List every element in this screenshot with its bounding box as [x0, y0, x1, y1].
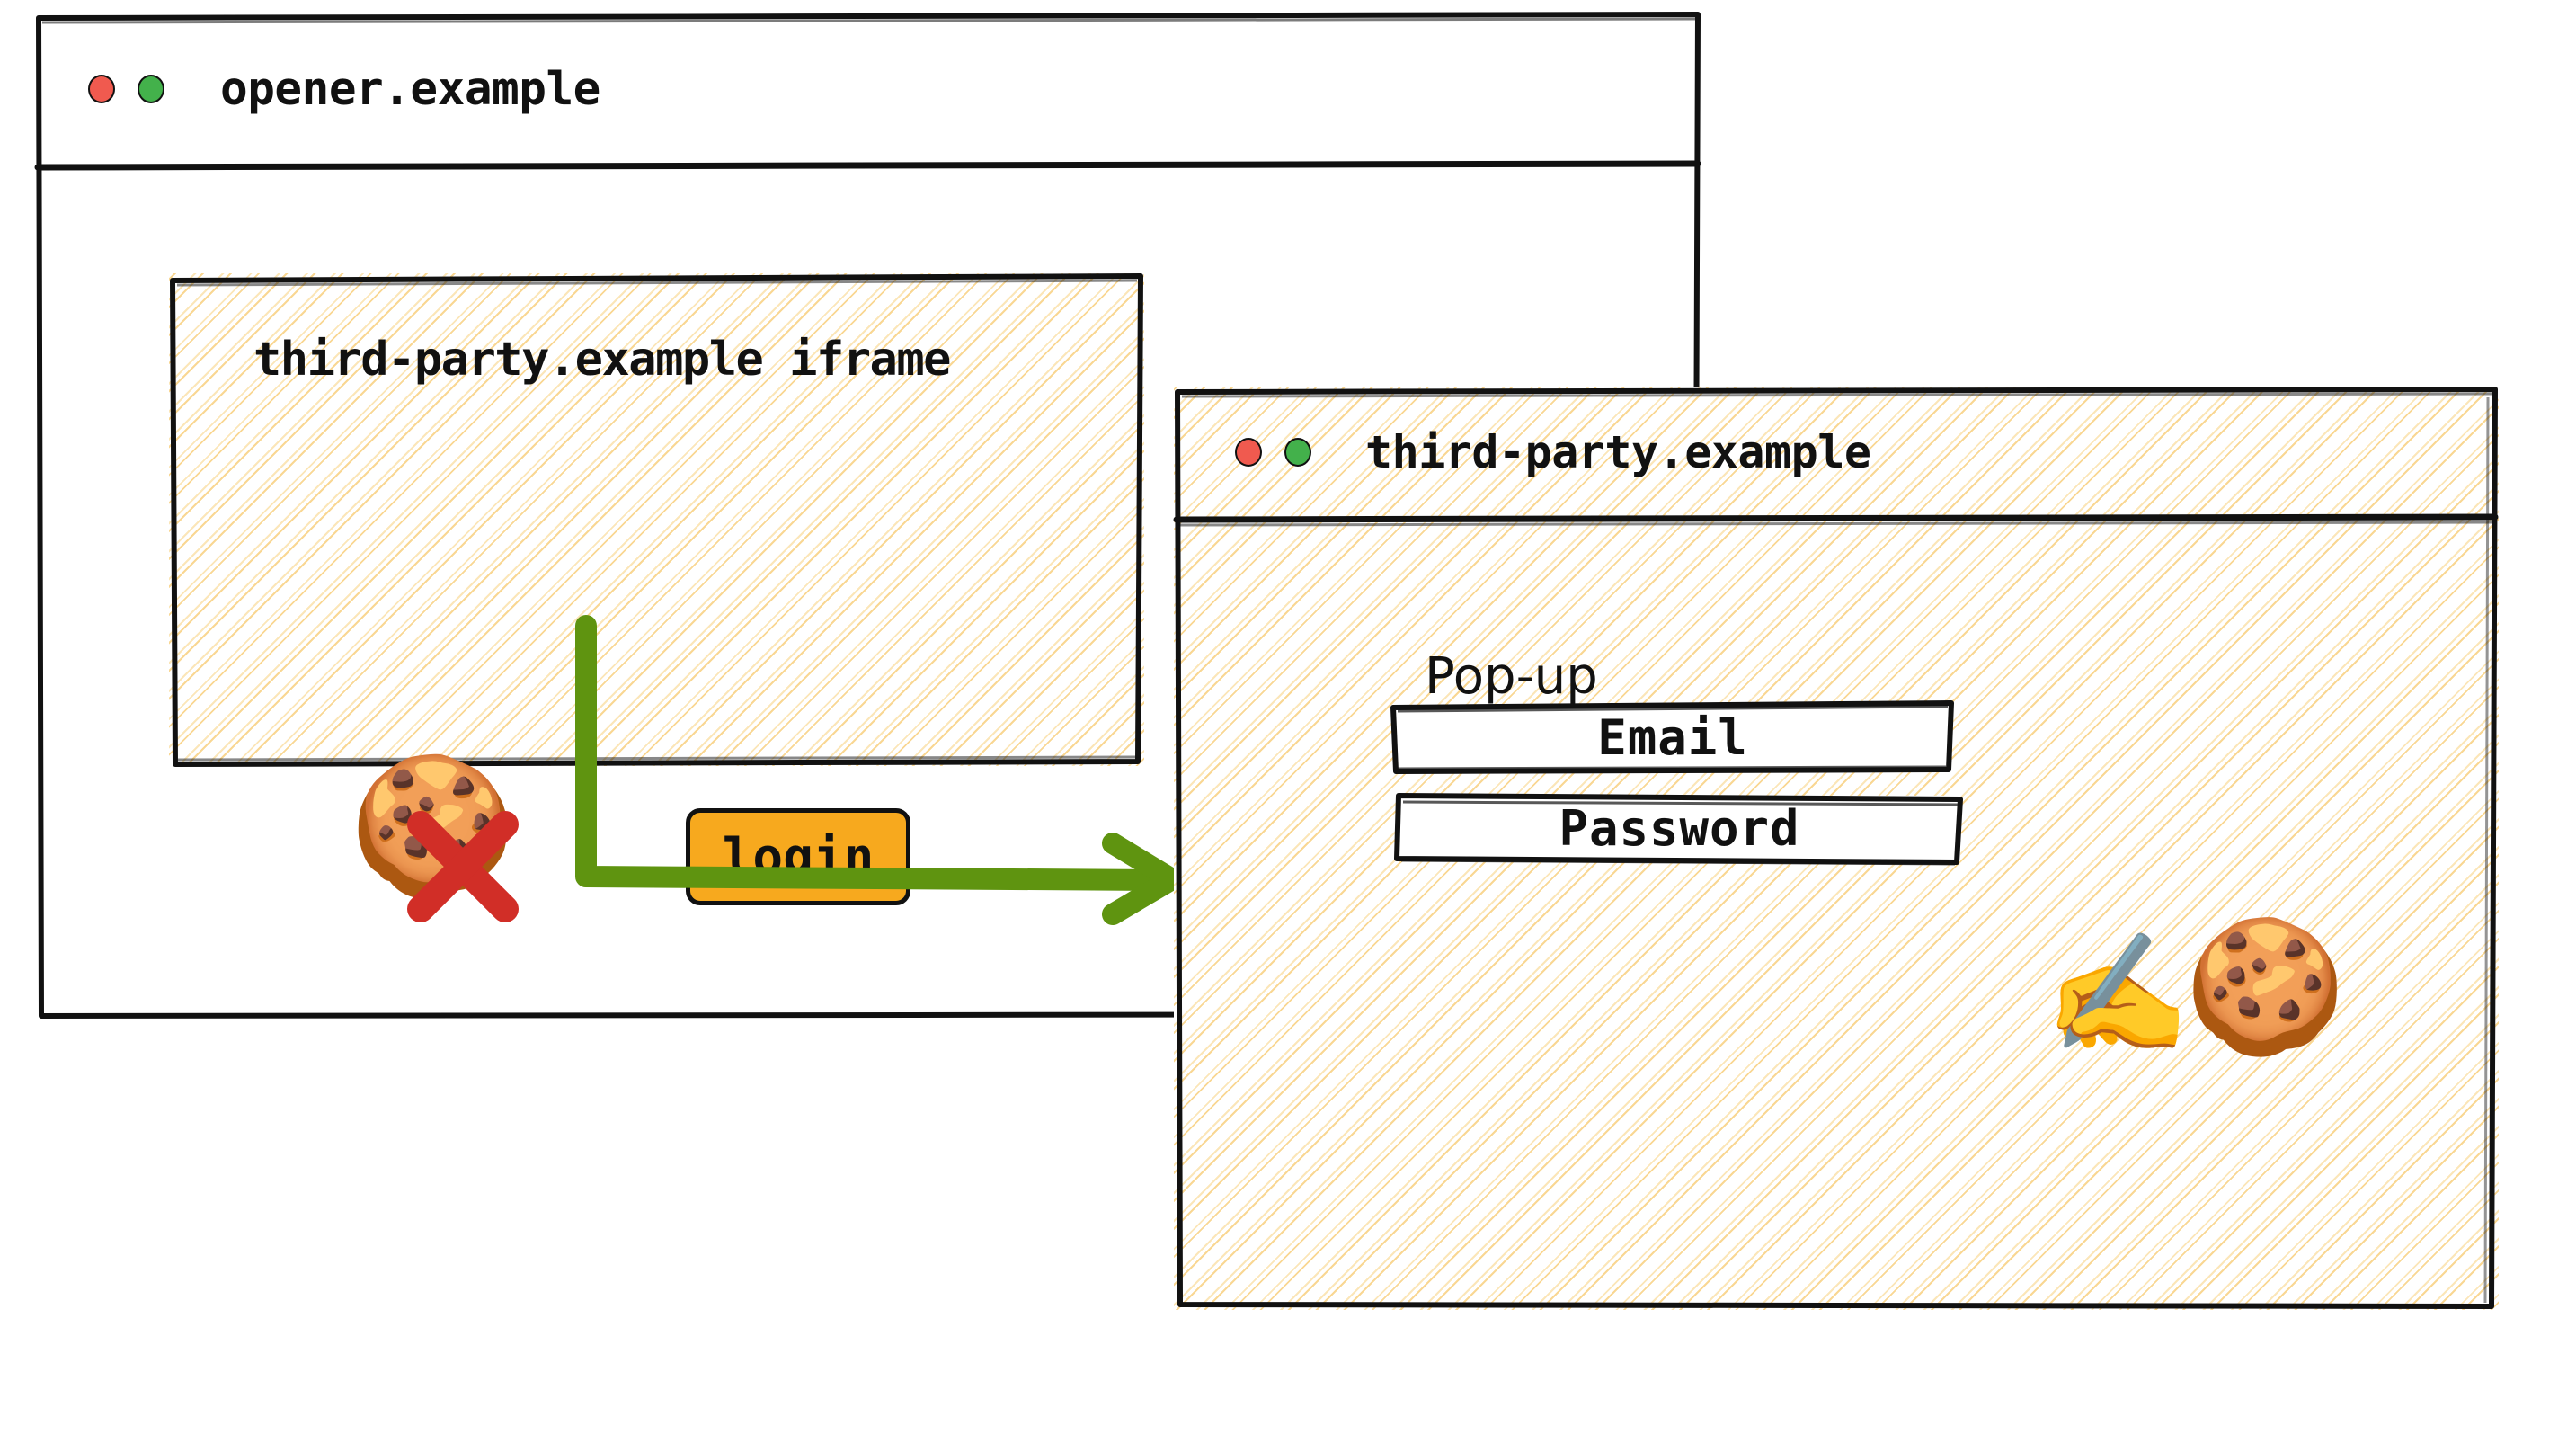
writing-hand-icon: ✍️	[2045, 925, 2190, 1062]
iframe-label: third-party.example iframe	[253, 333, 951, 387]
close-button-icon[interactable]	[88, 75, 115, 103]
popup-title-bar: third-party.example	[1174, 387, 2499, 517]
popup-close-button-icon[interactable]	[1235, 437, 1262, 467]
popup-browser-window: third-party.example Email	[1173, 387, 2499, 1310]
opener-window-title: opener.example	[220, 62, 600, 116]
cookie-access-granted-indicator: ✍️ 🍪	[2045, 913, 2395, 1065]
popup-maximize-button-icon[interactable]	[1284, 437, 1311, 467]
diagram-canvas: opener.example third-party.example ifram…	[34, 12, 2499, 1310]
iframe-login-button[interactable]: login	[686, 808, 910, 905]
password-field-label: Password	[1559, 800, 1800, 857]
email-field-label: Email	[1597, 708, 1748, 766]
opener-title-bar: opener.example	[36, 13, 1701, 165]
third-party-iframe: third-party.example iframe 🍪 login	[169, 273, 1144, 922]
popup-window-title: third-party.example	[1365, 425, 1871, 478]
password-field[interactable]: Password	[1394, 793, 1963, 866]
cookie-blocked-indicator: 🍪	[349, 759, 519, 922]
popup-annotation-label: Pop-up	[1425, 647, 1598, 706]
maximize-button-icon[interactable]	[138, 75, 164, 103]
cross-mark-icon	[407, 811, 519, 922]
cookie-icon: 🍪	[2184, 911, 2347, 1063]
email-field[interactable]: Email	[1390, 700, 1954, 774]
